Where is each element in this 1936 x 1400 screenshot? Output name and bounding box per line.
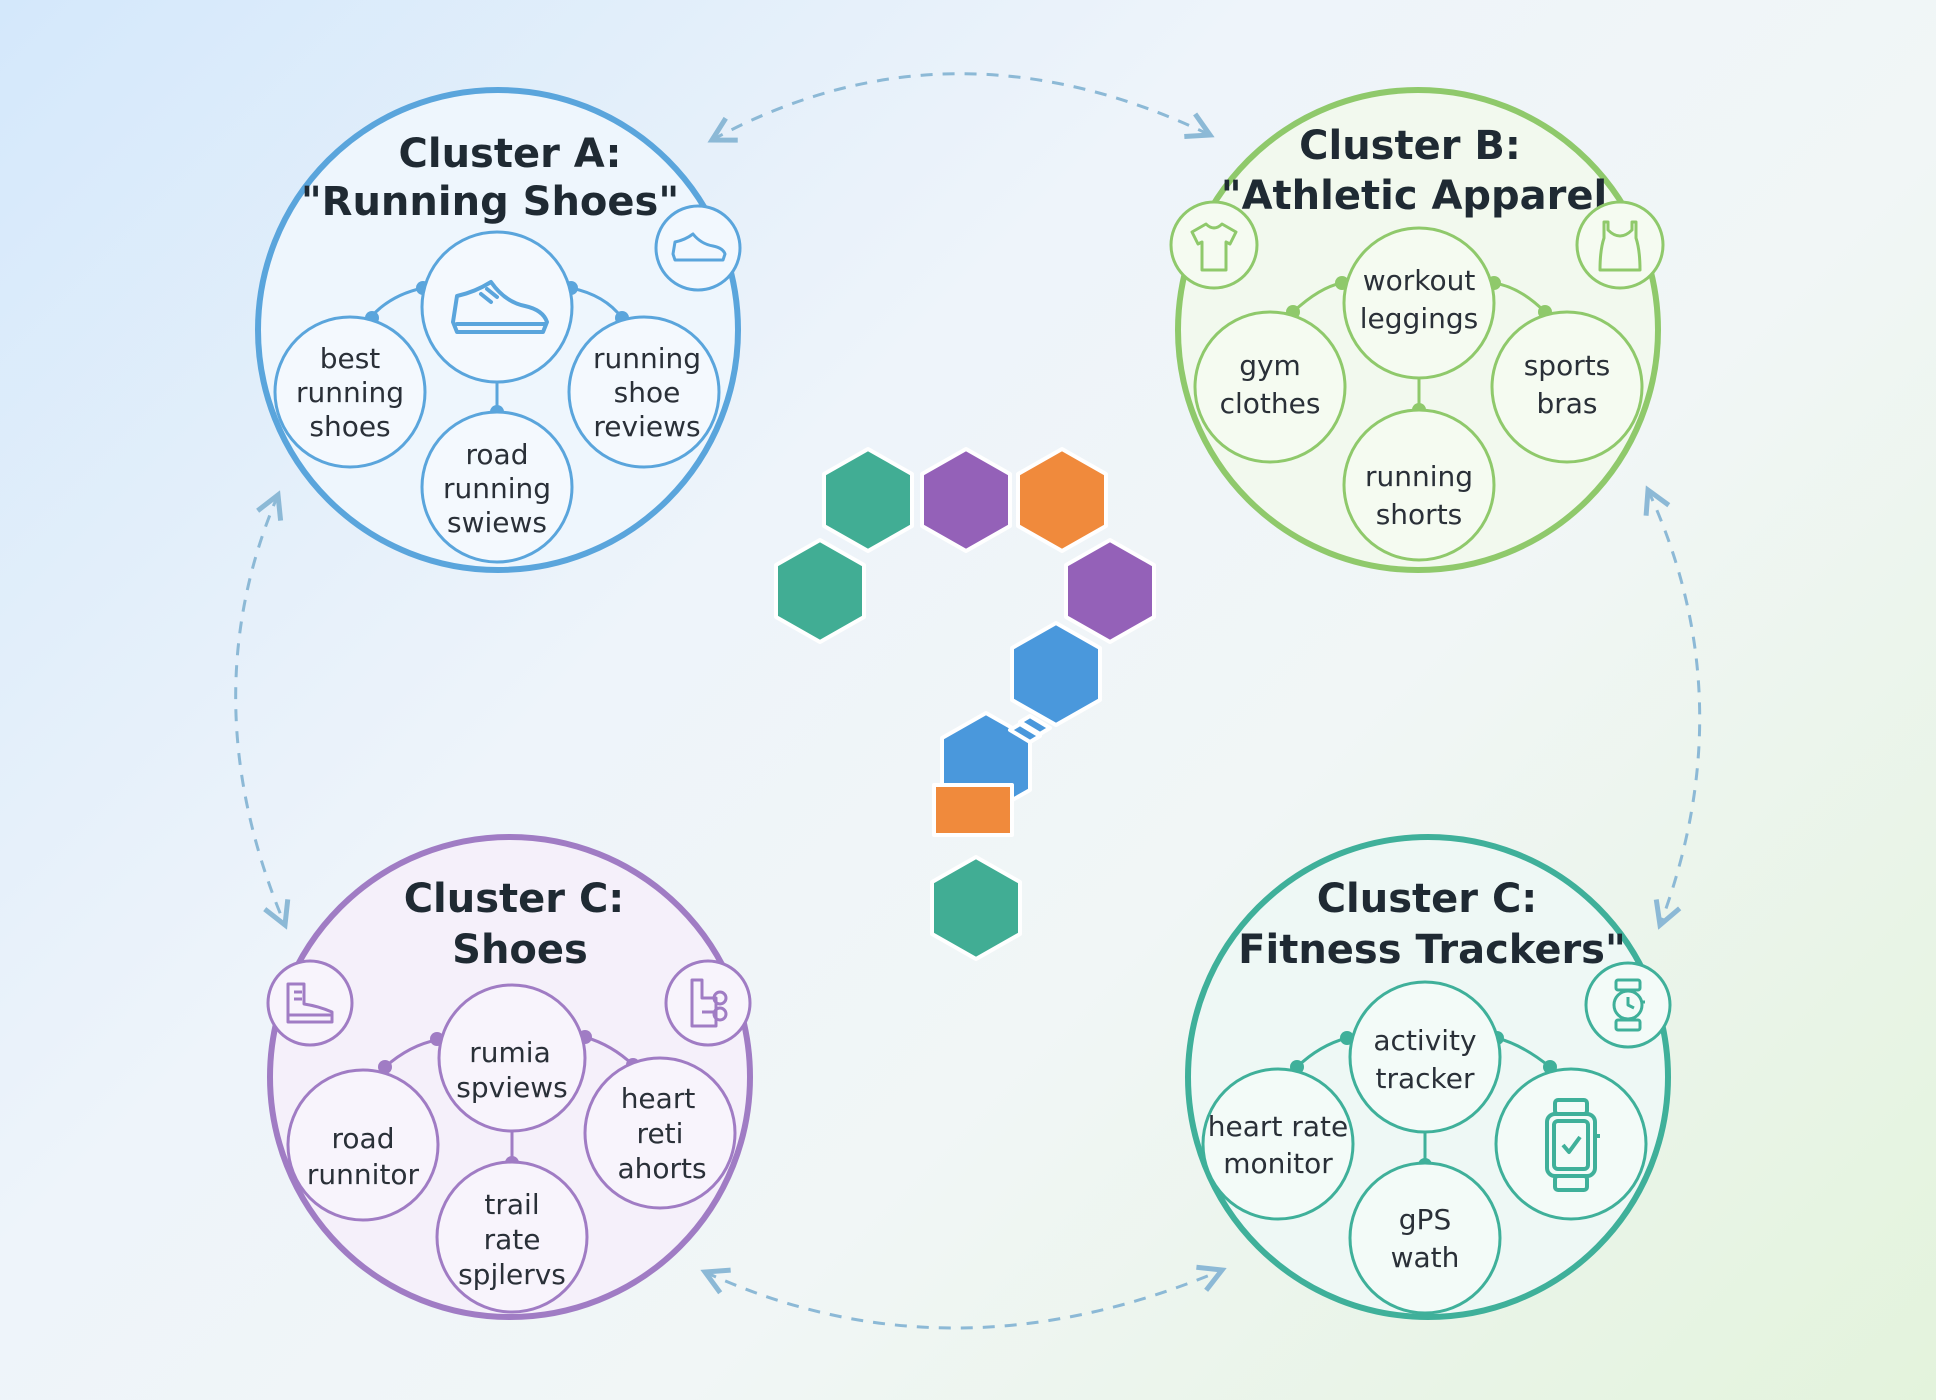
node-label-line: leggings (1360, 302, 1478, 335)
node-sports-bras: sports bras (1524, 349, 1611, 420)
t-shirt-icon (1190, 222, 1238, 272)
cluster-title-line2: "Running Shoes" (301, 179, 679, 225)
cluster-title-line1: Cluster C: (1317, 876, 1538, 922)
node-label-line: shoes (309, 410, 390, 443)
node-label-line: workout (1363, 264, 1476, 297)
running-shoe-icon (671, 232, 727, 262)
node-label-line: running (443, 472, 551, 505)
node-label-line: tracker (1376, 1062, 1475, 1095)
node-workout-leggings: workout leggings (1360, 264, 1478, 335)
connector-a-c (234, 495, 285, 925)
smartwatch-icon (1612, 978, 1645, 1032)
node-label-line: reti (637, 1117, 684, 1150)
cluster-title-line1: Cluster A: (399, 131, 622, 177)
node-label-line: shorts (1376, 498, 1463, 531)
node-gps-wath: gPS wath (1391, 1203, 1460, 1274)
question-mark-hexagons-icon (774, 447, 1156, 961)
node-label-line: clothes (1220, 387, 1321, 420)
node-label-line: running (1365, 460, 1473, 493)
node-road-running-swiews: road running swiews (443, 438, 551, 539)
node-label-line: sports (1524, 349, 1611, 382)
node-label-line: runnitor (307, 1158, 420, 1191)
node-heart-rate-monitor: heart rate monitor (1208, 1110, 1348, 1180)
tank-top-icon (1598, 220, 1642, 272)
node-label-line: wath (1391, 1241, 1460, 1274)
cluster-a: Cluster A: "Running Shoes" (255, 87, 742, 573)
cluster-title-line1: Cluster B: (1299, 123, 1521, 169)
node-trail-rate-spjlervs: trail rate spjlervs (458, 1188, 566, 1291)
cluster-connectors (234, 72, 1702, 1330)
node-label-line: bras (1536, 387, 1597, 420)
apparel-tag-icon (690, 978, 728, 1028)
running-shoe-icon (451, 280, 549, 334)
node-label-line: best (320, 342, 381, 375)
node-label-line: heart rate (1208, 1110, 1348, 1143)
cluster-title-line2: Shoes (452, 927, 588, 973)
node-label-line: road (332, 1122, 395, 1155)
node-label-line: monitor (1223, 1147, 1333, 1180)
node-running-shoe-reviews: running shoe reviews (593, 342, 701, 443)
node-running-shorts: running shorts (1365, 460, 1473, 531)
node-label-line: ahorts (617, 1152, 706, 1185)
high-top-sneaker-icon (286, 982, 334, 1024)
smartwatch-icon (1545, 1098, 1600, 1192)
node-label-line: trail (484, 1188, 539, 1221)
node-label-line: swiews (447, 506, 547, 539)
node-label-line: gym (1239, 349, 1301, 382)
node-label-line: rumia (469, 1036, 550, 1069)
node-road-runnitor: road runnitor (307, 1122, 420, 1191)
node-label-line: gPS (1399, 1203, 1451, 1236)
node-rumia-spviews: rumia spviews (456, 1036, 567, 1104)
connector-b-d (1648, 490, 1702, 925)
node-label-line: rate (484, 1223, 541, 1256)
cluster-title-line2: "Athletic Apparel (1221, 173, 1607, 219)
node-label-line: running (296, 376, 404, 409)
node-label-line: reviews (593, 410, 700, 443)
node-label-line: activity (1373, 1024, 1476, 1057)
cluster-c-fitness-trackers: Cluster C: Fitness Trackers" (1185, 834, 1672, 1320)
connector-c-d (705, 1270, 1222, 1330)
node-best-running-shoes: best running shoes (296, 342, 404, 443)
cluster-title-line1: Cluster C: (404, 876, 625, 922)
node-label-line: road (466, 438, 529, 471)
node-label-line: heart (621, 1082, 696, 1115)
node-label-line: shoe (614, 376, 681, 409)
node-gym-clothes: gym clothes (1220, 349, 1321, 420)
cluster-c-shoes: Cluster C: Shoes (266, 834, 753, 1320)
connector-a-b (712, 72, 1210, 140)
node-label-line: spjlervs (458, 1258, 566, 1291)
node-heart-reti-ahorts: heart reti ahorts (617, 1082, 706, 1185)
cluster-title-line2: Fitness Trackers" (1238, 927, 1626, 973)
node-label-line: spviews (456, 1071, 567, 1104)
cluster-b: Cluster B: "Athletic Apparel (1169, 87, 1665, 573)
node-label-line: running (593, 342, 701, 375)
node-activity-tracker: activity tracker (1373, 1024, 1476, 1095)
